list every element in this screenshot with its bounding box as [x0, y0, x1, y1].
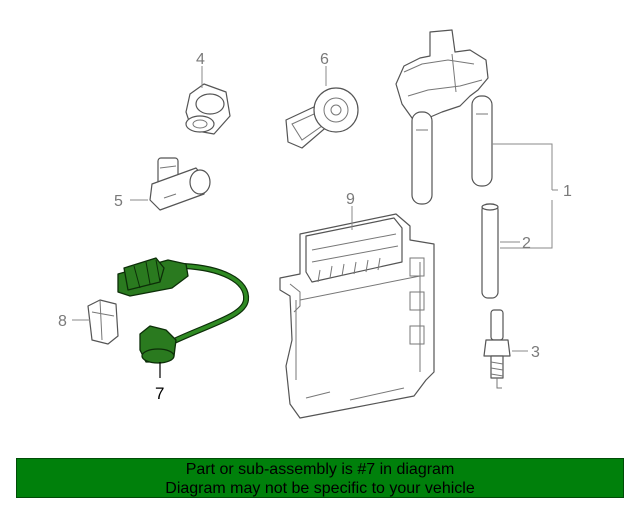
svg-text:5: 5 [114, 193, 123, 210]
svg-text:8: 8 [58, 313, 67, 330]
part-7-knock-sensor-harness[interactable] [117, 257, 250, 364]
part-4-sensor[interactable] [185, 83, 231, 135]
callout-8: 8 [58, 313, 67, 330]
callout-1: 1 [563, 183, 572, 200]
part-9-control-module[interactable] [279, 213, 435, 419]
part-1-ignition-coil[interactable] [395, 29, 493, 205]
svg-text:3: 3 [531, 344, 540, 361]
banner-line-1: Part or sub-assembly is #7 in diagram [185, 461, 455, 478]
leader-lines [72, 66, 558, 378]
info-banner: Part or sub-assembly is #7 in diagram Di… [16, 458, 624, 498]
callout-7: 7 [155, 384, 164, 403]
svg-text:9: 9 [346, 191, 355, 208]
banner-line-2: Diagram may not be specific to your vehi… [165, 480, 475, 497]
svg-text:7: 7 [155, 384, 164, 403]
part-8-connector-clip[interactable] [87, 299, 119, 345]
callout-9: 9 [346, 191, 355, 208]
svg-text:1: 1 [563, 183, 572, 200]
callout-4: 4 [196, 51, 205, 68]
part-3-spark-plug[interactable] [483, 309, 511, 389]
callout-6: 6 [320, 51, 329, 68]
callout-2: 2 [522, 235, 531, 252]
svg-text:6: 6 [320, 51, 329, 68]
part-5-position-sensor[interactable] [149, 157, 211, 211]
part-6-knock-sensor[interactable] [285, 87, 359, 149]
part-2-plug-boot[interactable] [481, 203, 499, 299]
svg-text:2: 2 [522, 235, 531, 252]
svg-text:4: 4 [196, 51, 205, 68]
callout-5: 5 [114, 193, 123, 210]
callout-3: 3 [531, 344, 540, 361]
parts-diagram: 1 2 3 4 5 6 7 8 9 [58, 29, 572, 419]
